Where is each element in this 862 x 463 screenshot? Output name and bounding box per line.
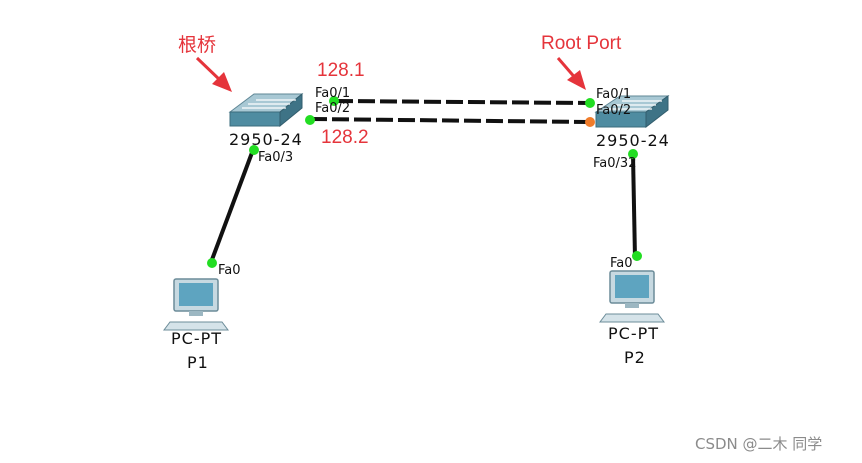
watermark: CSDN @二木 同学 (695, 435, 823, 453)
left-fa03-status-light (249, 145, 259, 155)
right-fa01-status-light (585, 98, 595, 108)
left-fa01-status-light (329, 96, 339, 106)
p2-port-label: Fa0 (610, 256, 633, 271)
left-port-fa02-label: Fa0/2 (315, 101, 351, 116)
root-port-arrow (556, 57, 586, 90)
left-port-fa01-label: Fa0/1 (315, 86, 351, 101)
pc-p2-icon[interactable] (599, 270, 665, 323)
right-port-fa03-label: Fa0/32 (593, 157, 636, 170)
right-fa03-status-light (628, 149, 638, 159)
right-port-fa01-label: Fa0/1 (596, 87, 632, 102)
right-port-fa03-text: Fa0/3 (593, 156, 629, 171)
link-left-switch-p1[interactable] (208, 149, 255, 266)
priority-fa02-label: 128.2 (321, 127, 369, 148)
p1-name-label: P1 (187, 353, 209, 372)
root-port-label: Root Port (541, 33, 622, 54)
priority-fa01-label: 128.1 (317, 60, 365, 81)
root-bridge-arrow (195, 56, 232, 92)
link-fa01-fa01[interactable] (335, 99, 590, 105)
switch-left-icon[interactable] (228, 92, 304, 128)
switch-right-model-label: 2950-24 (596, 131, 670, 150)
p2-type-label: PC-PT (608, 324, 660, 343)
link-fa02-fa02[interactable] (309, 117, 590, 124)
switch-left-model-label: 2950-24 (229, 130, 303, 149)
root-bridge-label: 根桥 (178, 35, 217, 56)
switch-right-icon[interactable] (594, 95, 670, 129)
right-port-fa02-label: Fa0/2 (596, 103, 632, 118)
left-port-fa03-label: Fa0/3 (258, 150, 294, 165)
link-right-switch-p2[interactable] (631, 154, 637, 259)
p2-name-label: P2 (624, 348, 646, 367)
p1-type-label: PC-PT (171, 329, 223, 348)
p1-fa0-status-light (207, 258, 217, 268)
right-port-fa03-suffix: 2 (628, 156, 637, 171)
pc-p1-icon[interactable] (163, 278, 229, 331)
left-fa02-status-light (305, 115, 315, 125)
right-fa02-blocking-light (585, 117, 595, 127)
p1-port-label: Fa0 (218, 263, 241, 278)
p2-fa0-status-light (632, 251, 642, 261)
